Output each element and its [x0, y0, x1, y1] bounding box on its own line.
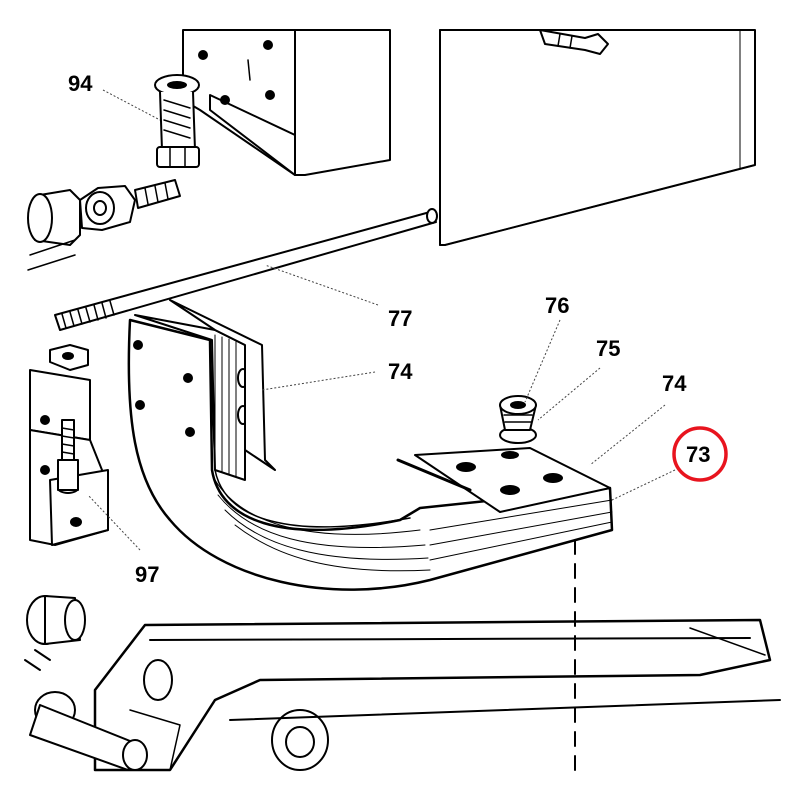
- lower-frame: [93, 618, 781, 772]
- clip-piece: [49, 344, 89, 371]
- mounting-bracket: [182, 29, 391, 176]
- brake-shoe-73: [127, 314, 614, 591]
- callout-94: 94: [68, 71, 93, 96]
- lining-plate-74-left: [169, 299, 276, 471]
- bolt-76-washer-75: [499, 395, 537, 444]
- long-rod-77: [54, 208, 438, 331]
- highlight-circle: [672, 426, 728, 482]
- callout-74-left: 74: [388, 359, 413, 384]
- pipe-stubs: [24, 595, 148, 771]
- callout-97: 97: [135, 562, 159, 587]
- grease-nipple-top: [539, 29, 609, 55]
- hose-fitting: [27, 179, 181, 271]
- callout-74-right: 74: [662, 371, 687, 396]
- callout-77: 77: [388, 306, 412, 331]
- callout-73: 73: [686, 442, 710, 467]
- callout-76: 76: [545, 293, 569, 318]
- valve-block: [29, 369, 109, 546]
- callout-75: 75: [596, 336, 620, 361]
- leader-lines: [87, 89, 676, 551]
- housing-box: [439, 29, 756, 246]
- bolt-94: [154, 74, 200, 168]
- lining-plate-74-right: [396, 447, 611, 513]
